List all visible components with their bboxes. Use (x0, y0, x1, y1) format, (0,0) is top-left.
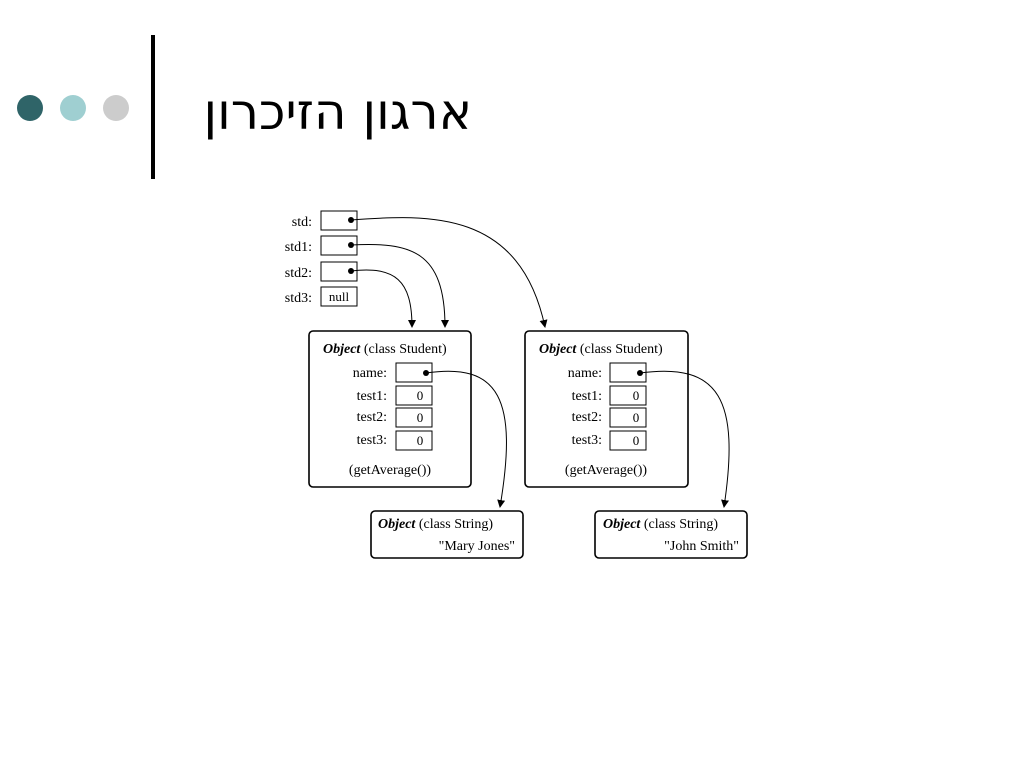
var-label-std2: std2: (285, 266, 312, 281)
method-label: (getAverage()) (349, 463, 431, 478)
field-value-test2: 0 (417, 410, 424, 425)
field-value-test1: 0 (633, 388, 640, 403)
var-box-std1 (320, 235, 358, 256)
field-value-test3: 0 (417, 433, 424, 448)
field-box-test3 (395, 430, 433, 451)
student-object-header: Object (class Student) (323, 342, 447, 357)
field-box-test1 (395, 385, 433, 406)
reference-arrow (639, 370, 730, 508)
student-object-header: Object (class Student) (539, 342, 663, 357)
slide-title: ארגון הזיכרון (203, 83, 472, 141)
reference-arrow (350, 244, 449, 328)
student-object-box (524, 330, 689, 488)
reference-arrow (350, 269, 416, 328)
field-box-test1 (609, 385, 647, 406)
var-box-std (320, 210, 358, 231)
title-divider (151, 35, 155, 179)
field-value-test2: 0 (633, 410, 640, 425)
reference-arrow (350, 217, 548, 328)
string-object-value: "John Smith" (664, 539, 739, 554)
field-label-test2: test2: (357, 410, 387, 425)
string-object-header: Object (class String) (603, 517, 718, 532)
var-label-std1: std1: (285, 240, 312, 255)
method-label: (getAverage()) (565, 463, 647, 478)
field-label-test1: test1: (572, 389, 602, 404)
decorative-dot-mid (60, 95, 86, 121)
field-box-test2 (395, 407, 433, 428)
field-label-name: name: (353, 366, 387, 381)
field-label-test2: test2: (572, 410, 602, 425)
var-box-std3 (320, 286, 358, 307)
field-box-test3 (609, 430, 647, 451)
string-object-box (594, 510, 748, 559)
field-label-test3: test3: (357, 433, 387, 448)
decorative-dot-light (103, 95, 129, 121)
field-box-test2 (609, 407, 647, 428)
var-box-std2 (320, 261, 358, 282)
field-label-test1: test1: (357, 389, 387, 404)
reference-arrow (425, 370, 507, 508)
field-value-test1: 0 (417, 388, 424, 403)
var-value-std3: null (329, 289, 350, 304)
string-object-box (370, 510, 524, 559)
field-label-test3: test3: (572, 433, 602, 448)
var-label-std: std: (292, 215, 312, 230)
string-object-header: Object (class String) (378, 517, 493, 532)
field-value-test3: 0 (633, 433, 640, 448)
var-label-std3: std3: (285, 291, 312, 306)
field-label-name: name: (568, 366, 602, 381)
decorative-dot-dark (17, 95, 43, 121)
string-object-value: "Mary Jones" (439, 539, 515, 554)
